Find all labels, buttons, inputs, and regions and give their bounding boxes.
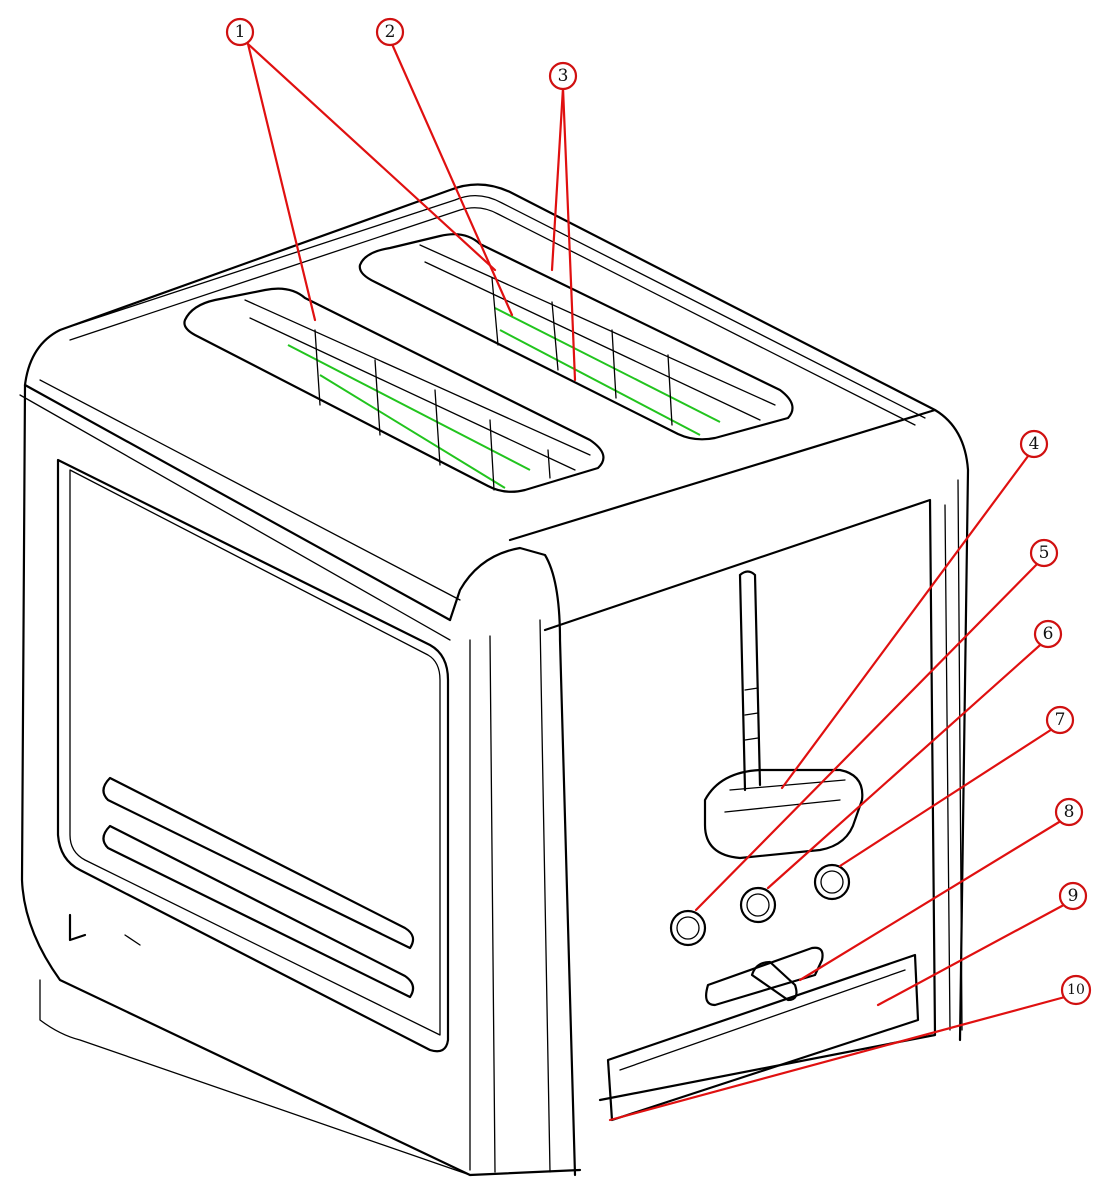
left-bread-slot — [183, 287, 605, 493]
carriage-lever — [703, 768, 864, 860]
top-surface — [20, 183, 970, 1177]
leader-9 — [876, 898, 1075, 1007]
side-window — [56, 458, 450, 1053]
leader-3a — [550, 86, 565, 272]
callout-7: 7 — [1045, 705, 1075, 735]
callout-5: 5 — [1029, 538, 1059, 568]
controls — [669, 768, 864, 1007]
leader-6 — [766, 636, 1050, 890]
leader-7 — [838, 722, 1062, 868]
callout-9: 9 — [1058, 881, 1088, 911]
right-heating-element-1 — [494, 307, 721, 423]
leader-1b — [246, 42, 497, 272]
leader-3b — [561, 86, 577, 382]
leader-5 — [694, 555, 1046, 912]
browning-knob — [750, 960, 798, 1002]
toaster-body — [19, 183, 970, 1177]
callout-number: 9 — [1068, 886, 1079, 906]
left-heating-element-2 — [319, 374, 506, 489]
callout-markers: 1 2 3 4 5 6 7 8 — [225, 17, 1092, 1006]
callout-1: 1 — [225, 17, 255, 47]
leader-4 — [780, 446, 1036, 790]
defrost-button — [739, 886, 777, 924]
callout-number: 8 — [1064, 802, 1075, 822]
front-corner — [448, 546, 577, 1177]
callout-number: 4 — [1029, 434, 1040, 454]
callout-3: 3 — [548, 61, 578, 91]
leader-10 — [608, 992, 1078, 1122]
side-slot-upper — [102, 776, 415, 950]
leader-8 — [798, 814, 1071, 982]
callout-number: 7 — [1055, 710, 1066, 730]
right-bread-slot — [358, 233, 794, 441]
callout-leaders — [246, 42, 1078, 1122]
reheat-button — [813, 863, 851, 901]
leader-1a — [246, 42, 317, 322]
right-heating-element-2 — [499, 329, 701, 436]
callout-2: 2 — [375, 17, 405, 47]
bread-slots — [183, 233, 794, 493]
callout-number: 6 — [1043, 624, 1054, 644]
cancel-button — [669, 909, 707, 947]
callout-number: 5 — [1039, 543, 1050, 563]
left-side-face — [23, 383, 452, 622]
callout-number: 10 — [1067, 982, 1085, 998]
callout-6: 6 — [1033, 619, 1063, 649]
left-heating-element-1 — [287, 344, 531, 471]
callout-8: 8 — [1054, 797, 1084, 827]
leader-2 — [390, 42, 514, 317]
callout-number: 3 — [558, 66, 569, 86]
callout-number: 2 — [385, 22, 396, 42]
lever-track — [738, 570, 762, 792]
callout-4: 4 — [1019, 429, 1049, 459]
callout-10: 10 — [1060, 974, 1092, 1006]
front-panel — [543, 498, 937, 1102]
side-slot-lower — [102, 824, 415, 999]
callout-number: 1 — [235, 22, 246, 42]
crumb-tray-opening — [606, 953, 920, 1122]
